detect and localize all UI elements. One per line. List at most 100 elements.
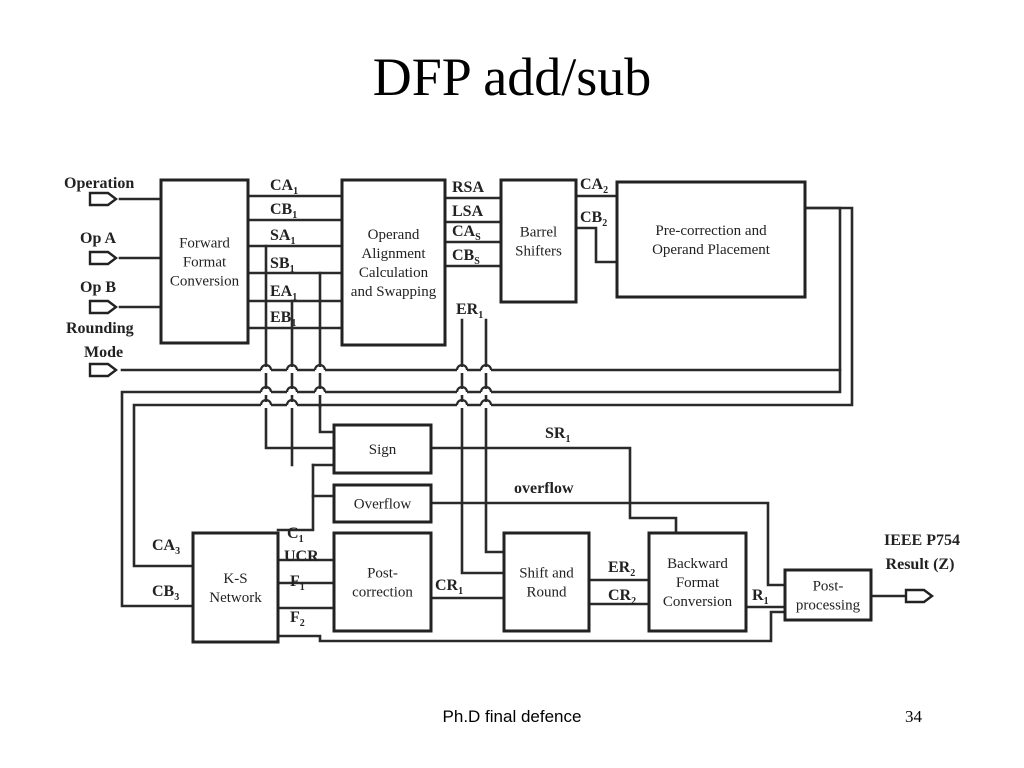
signal-ea1: EA1 <box>270 283 297 303</box>
block-shift-round-label: Round <box>526 585 567 601</box>
block-sign <box>332 423 433 475</box>
signal-ca3: CA3 <box>152 537 180 557</box>
signal-lsa: LSA <box>452 203 484 220</box>
slide-title: DFP add/sub <box>372 47 652 107</box>
signal-er1: ER1 <box>456 301 483 321</box>
crossover-hop-3 <box>455 363 469 371</box>
block-operand-alignment-label: Alignment <box>361 246 426 262</box>
block-operand-alignment-label: and Swapping <box>351 284 437 300</box>
crossover-gap-1 <box>287 367 297 373</box>
crossover-hop-4 <box>479 363 493 371</box>
signal-ucr: UCR <box>284 548 319 565</box>
crossover-gap-0 <box>261 367 271 373</box>
block-precorrection-label: Pre-correction and <box>655 223 767 239</box>
signal-er2: ER2 <box>608 559 635 579</box>
block-precorrection <box>615 180 807 299</box>
signal-cb1: CB1 <box>270 201 297 221</box>
signal-f2: F2 <box>290 609 305 629</box>
block-forward-format-label: Conversion <box>170 274 240 290</box>
block-post-processing <box>783 568 873 622</box>
crossover-gap-3 <box>457 367 467 373</box>
crossover-gap-13 <box>481 402 491 408</box>
block-backward-format <box>647 531 748 633</box>
input-label-operation: Operation <box>64 175 134 192</box>
block-post-correction-label: correction <box>352 585 413 601</box>
crossover-gap-11 <box>287 402 297 408</box>
signal-cb2: CB2 <box>580 209 607 229</box>
crossover-hop-9 <box>479 385 493 393</box>
signal-sr1: SR1 <box>545 425 570 445</box>
input-op-b-port <box>88 299 118 315</box>
crossover-gap-5 <box>261 389 271 395</box>
input-label-mode: Mode <box>84 344 123 361</box>
input-label-op-a: Op A <box>80 230 116 247</box>
blocks: ForwardFormatConversionOperandAlignmentC… <box>159 178 873 644</box>
input-op-a-port <box>88 250 118 266</box>
block-operand-alignment <box>340 178 447 347</box>
input-rounding-mode-port <box>88 362 118 378</box>
crossover-gap-6 <box>287 389 297 395</box>
crossover-hop-10 <box>259 398 273 406</box>
block-backward-format-label: Format <box>676 575 720 591</box>
block-shift-round <box>502 531 591 633</box>
block-forward-format <box>159 178 250 345</box>
footer-text: Ph.D final defence <box>442 707 582 726</box>
input-operation-port <box>88 191 118 207</box>
crossover-hop-5 <box>259 385 273 393</box>
block-overflow <box>332 483 433 524</box>
signal-cr1: CR1 <box>435 577 463 597</box>
wire-20 <box>318 405 336 434</box>
signal-ca2: CA2 <box>580 176 608 196</box>
block-operand-alignment-label: Calculation <box>359 265 429 281</box>
crossover-gap-9 <box>481 389 491 395</box>
block-sign-label: Sign <box>369 442 397 458</box>
wire-28 <box>484 318 506 554</box>
signal-sa1: SA1 <box>270 227 295 247</box>
crossover-hop-0 <box>259 363 273 371</box>
block-barrel-shifters <box>499 178 578 304</box>
block-barrel-shifters-label: Barrel <box>520 225 557 241</box>
output-label-line2: Result (Z) <box>886 556 955 573</box>
crossover-hop-6 <box>285 385 299 393</box>
wire-33 <box>276 610 787 643</box>
wire-17 <box>120 368 842 608</box>
block-overflow-label: Overflow <box>354 497 412 513</box>
block-ks-network-label: K-S <box>223 571 247 587</box>
signal-labels: CA1CB1SA1SB1EA1EB1RSALSACASCBSCA2CB2ER1S… <box>64 175 960 629</box>
block-ks-network-label: Network <box>209 590 262 606</box>
crossover-gap-4 <box>481 367 491 373</box>
signal-r1: R1 <box>752 587 769 607</box>
wire-25 <box>429 446 678 535</box>
signal-cb3: CB3 <box>152 583 179 603</box>
block-post-processing-label: processing <box>796 598 861 614</box>
signal-eb1: EB1 <box>270 309 296 329</box>
signal-cbs: CBS <box>452 247 480 267</box>
crossover-gap-10 <box>261 402 271 408</box>
crossover-hop-1 <box>285 363 299 371</box>
output-result-port <box>904 588 934 604</box>
block-barrel-shifters-label: Shifters <box>515 244 562 260</box>
signal-cas: CAS <box>452 223 481 243</box>
block-backward-format-label: Conversion <box>663 594 733 610</box>
signal-c1: C1 <box>287 525 304 545</box>
block-forward-format-label: Format <box>183 255 227 271</box>
output-label-line1: IEEE P754 <box>884 532 960 549</box>
page-number: 34 <box>905 707 922 726</box>
wires <box>88 191 934 643</box>
block-operand-alignment-label: Operand <box>368 227 420 243</box>
signal-sb1: SB1 <box>270 255 295 275</box>
signal-overflow: overflow <box>514 480 574 497</box>
block-post-correction <box>332 531 433 633</box>
block-precorrection-label: Operand Placement <box>652 242 771 258</box>
signal-cr2: CR2 <box>608 587 636 607</box>
wire-18 <box>264 244 336 450</box>
crossover-hop-2 <box>313 363 327 371</box>
block-ks-network <box>191 531 280 644</box>
signal-rsa: RSA <box>452 179 484 196</box>
crossover-hop-8 <box>455 385 469 393</box>
input-label-rounding: Rounding <box>66 320 134 337</box>
crossover-gap-2 <box>315 367 325 373</box>
crossover-gap-7 <box>315 389 325 395</box>
signal-f1: F1 <box>290 573 305 593</box>
crossover-gap-8 <box>457 389 467 395</box>
